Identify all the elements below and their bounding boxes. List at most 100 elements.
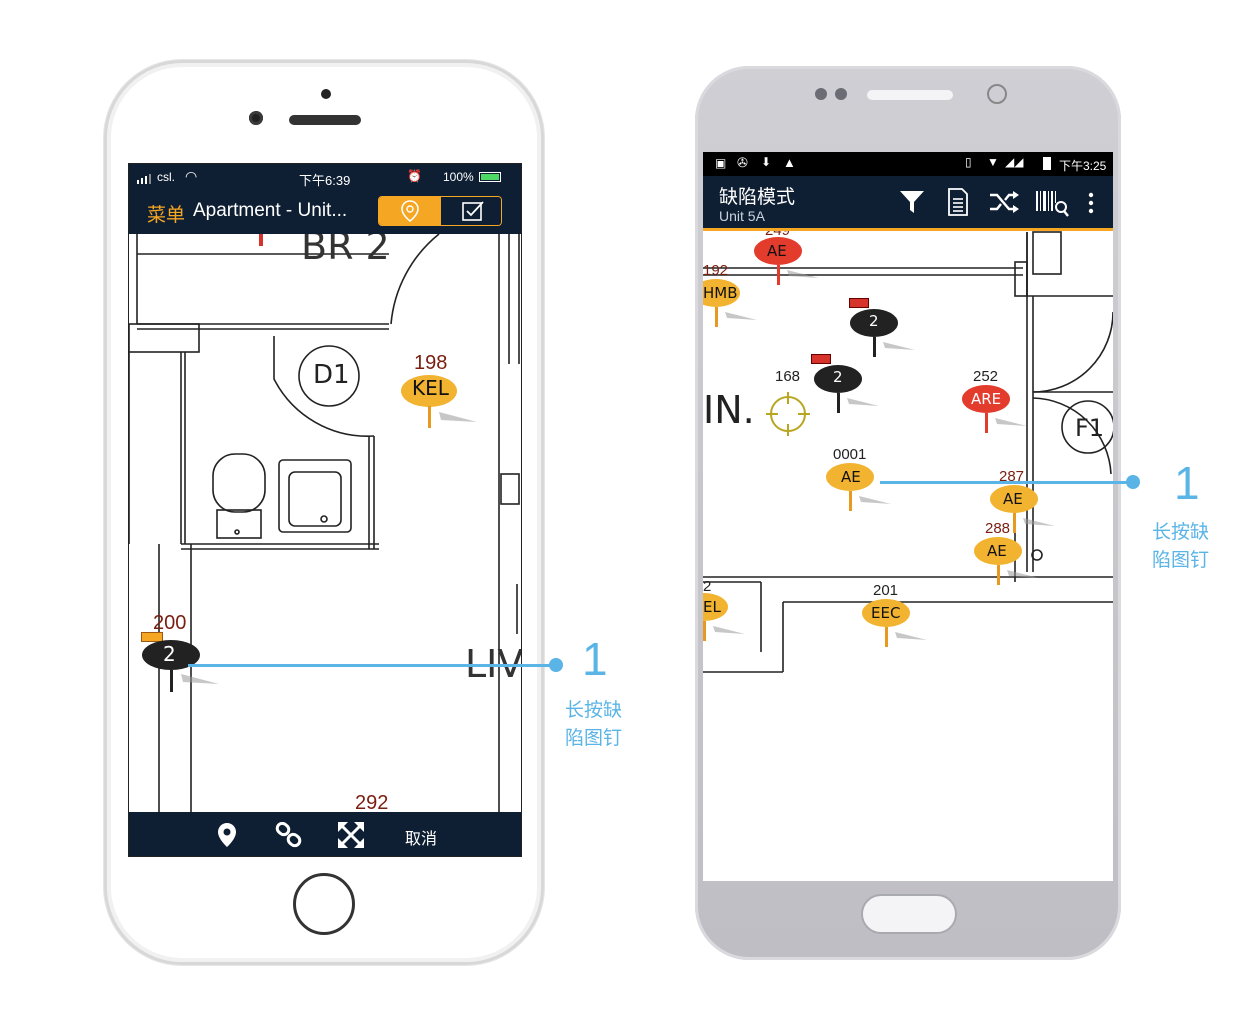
defect-pin-are-red[interactable] [961,384,1031,436]
defect-pin-2-black[interactable] [813,364,883,416]
wifi-icon: ◠ [185,168,198,184]
pin-number-0001: 0001 [833,446,867,463]
mode-segmented-control [378,196,502,226]
callout-text-iphone: 长按缺 陷图钉 [565,696,622,752]
battery-percent: 100% [443,170,474,184]
shuffle-icon[interactable] [989,190,1019,214]
page-title: Apartment - Unit... [193,200,348,221]
battery-icon [479,172,501,182]
pin-code-ae: AE [767,242,787,260]
android-toolbar: 缺陷模式 Unit 5A [703,176,1113,231]
callout-dot-android [1126,475,1140,489]
pin-flag-red [811,354,831,364]
segment-check-mode[interactable] [441,197,501,225]
door-label-d1: D1 [313,360,350,390]
signal-icon [137,172,151,184]
pin-code-are: ARE [971,390,1002,408]
vibrate-icon: ▯ [965,155,972,169]
iphone-speaker [289,115,361,125]
link-icon[interactable] [275,822,303,848]
android-screen: IN. F1 249 AE 192 HMB 2 168 2 252 ARE 00… [703,152,1113,881]
android-sensor-dot [815,88,827,100]
pin-number-198: 198 [414,352,448,374]
door-label-f1: F1 [1075,414,1105,442]
iphone-front-camera [249,111,263,125]
defect-pin-2-black[interactable] [141,638,221,698]
callout-text-line1: 长按缺 [565,699,623,721]
pin-code-eec: EEC [871,604,901,622]
carrier-label: csl. [157,170,175,184]
defect-pin-eec-orange[interactable] [861,598,931,650]
pin-number-201: 201 [873,582,899,599]
iphone-nav-bar: 菜单 Apartment - Unit... [129,190,521,234]
document-icon[interactable] [947,187,969,217]
pin-number-2: 2 [703,578,712,595]
iphone-status-bar: csl. ◠ 下午6:39 ⏰ 100% [129,164,521,190]
android-home-button[interactable] [861,894,957,934]
pin-code-ae: AE [1003,490,1023,508]
pin-number-292: 292 [355,792,389,814]
android-sensor-dot [835,88,847,100]
filter-icon[interactable] [899,189,925,215]
map-pin-icon[interactable] [217,822,237,848]
defect-pin-ae-orange[interactable] [973,536,1043,588]
expand-icon[interactable] [337,821,365,849]
callout-text-line2: 陷图钉 [1152,549,1210,571]
defect-pin-2-black[interactable] [849,308,919,360]
defect-pin-kel[interactable] [399,372,479,432]
callout-text-android: 长按缺 陷图钉 [1152,518,1209,574]
wifi-icon: ▼ [987,155,999,169]
pin-code-kel: KEL [412,376,449,400]
callout-dot-iphone [549,658,563,672]
android-speaker [867,90,953,100]
segment-pin-mode[interactable] [379,197,441,225]
image-icon: ▣ [715,156,727,170]
signal-icon: ◢◢ [1005,155,1024,169]
pin-number-287: 287 [999,468,1025,485]
pin-code-2: 2 [163,642,176,666]
callout-text-line1: 长按缺 [1152,521,1210,543]
pin-code-ae: AE [987,542,1007,560]
iphone-bottom-toolbar: 取消 [129,812,521,856]
crosshair-target-icon [766,392,810,436]
defect-pin-hmb-orange[interactable] [703,278,761,330]
toolbar-subtitle: Unit 5A [719,208,765,224]
pin-number-288: 288 [985,520,1011,537]
pin-number-252: 252 [973,368,999,385]
pin-code-2: 2 [833,368,843,386]
pin-code-2: 2 [869,312,879,330]
download-icon: ⬇ [761,155,772,169]
android-floor-plan[interactable] [703,152,1113,881]
callout-text-line2: 陷图钉 [565,727,623,749]
warning-icon: ▲ [783,155,796,170]
iphone-screen: BR 2 D1 LIV. 198 KEL 200 2 292 csl. ◠ 下午… [128,163,522,857]
callout-line-iphone [188,664,556,667]
defect-pin-el-orange[interactable] [703,592,749,644]
checkbox-icon [462,201,484,221]
sync-icon: ✇ [737,155,748,170]
more-vert-icon[interactable] [1087,192,1095,214]
defect-pin-ae-orange[interactable] [989,484,1059,536]
callout-number-android: 1 [1174,457,1200,509]
status-time: 下午6:39 [299,173,351,188]
cancel-button[interactable]: 取消 [405,831,438,848]
menu-button[interactable]: 菜单 [147,204,186,226]
pin-code-el: EL [703,598,721,616]
toolbar-title: 缺陷模式 [719,186,796,208]
pin-flag-red [849,298,869,308]
iphone-home-button[interactable] [293,873,355,935]
barcode-scan-icon[interactable] [1035,189,1069,217]
android-status-bar: ▣ ✇ ⬇ ▲ ▯ ▼ ◢◢ 下午3:25 [703,152,1113,176]
iphone-camera-dot [321,89,331,99]
pin-number-168: 168 [775,368,801,385]
pin-number-200: 200 [153,612,187,634]
pin-code-hmb: HMB [703,284,738,302]
defect-pin-ae-red[interactable] [753,236,823,288]
battery-icon [1043,157,1051,170]
android-front-camera [987,84,1007,104]
status-time: 下午3:25 [1059,159,1107,173]
defect-pin-ae-orange-selected[interactable] [825,462,895,514]
pin-flag-orange [141,632,163,642]
callout-line-android [880,481,1132,484]
map-pin-icon [401,200,419,222]
